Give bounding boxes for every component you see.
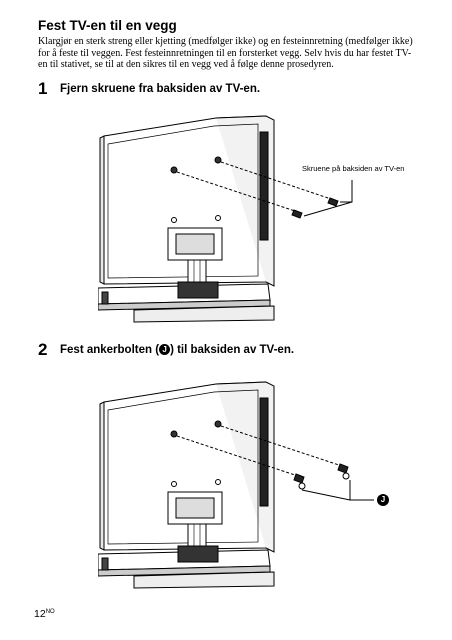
section-title: Fest TV-en til en vegg: [38, 18, 177, 33]
step-2-text-before: Fest ankerbolten (: [60, 344, 160, 356]
step-2-text: Fest ankerbolten (J) til baksiden av TV-…: [60, 344, 294, 356]
step-2-number: 2: [38, 340, 48, 359]
step-1-text: Fjern skruene fra baksiden av TV-en.: [60, 83, 261, 95]
step-2-anchor-badge: J: [159, 344, 171, 355]
page-footer: 12NO: [34, 608, 55, 620]
figure-1-callout: Skruene på baksiden av TV-en: [302, 164, 405, 173]
intro-paragraph: Klargjør en sterk streng eller kjetting …: [38, 36, 413, 71]
figure-2-anchor-badge: J: [377, 494, 389, 506]
step-1-number: 1: [38, 79, 48, 98]
step-2-text-after: ) til baksiden av TV-en.: [170, 344, 295, 356]
figure-1-tv-back-screws: [98, 115, 353, 323]
page-number: 12: [34, 608, 46, 620]
language-code: NO: [45, 609, 55, 615]
figure-2-tv-back-anchor-bolts: [98, 381, 374, 589]
